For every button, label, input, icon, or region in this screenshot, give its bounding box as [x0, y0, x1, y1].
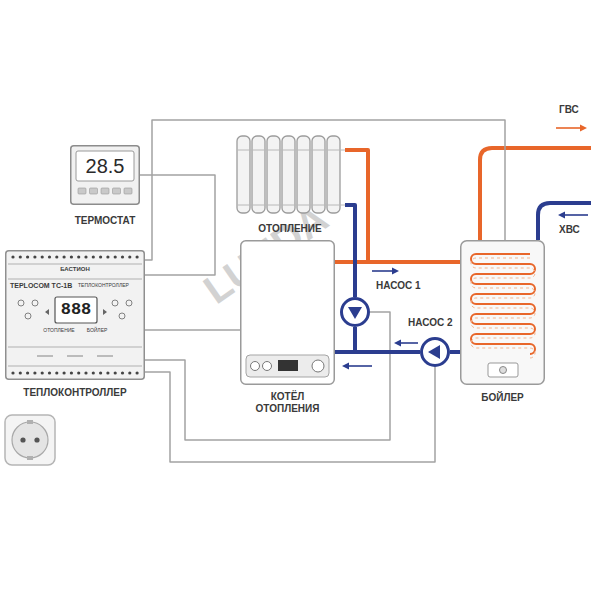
- part-label: ОТОПЛЕНИЕ: [225, 223, 355, 235]
- part-label: НАСОС 1: [376, 280, 436, 292]
- cold-water-pipe: [538, 203, 591, 240]
- pump-graphic: [340, 297, 370, 327]
- return-pipe: [335, 350, 420, 354]
- heat-controller: БАСТИОН TEPLOCOM TC-1BТЕПЛОКОНТРОЛЛЕР 888О…: [5, 250, 145, 380]
- return-pipe: [345, 205, 355, 297]
- thermostat-unit: 28.5ТЕРМОСТАТ: [70, 145, 140, 205]
- flow-arrow: [342, 363, 372, 370]
- part-label: БОЙЛЕР: [450, 392, 555, 404]
- part-label: КОТЁЛ ОТОПЛЕНИЯ: [250, 391, 325, 414]
- return-pipe: [450, 350, 460, 354]
- pump: НАСОС 2: [420, 337, 450, 367]
- button-caption: ОТОПЛЕНИЕ: [39, 328, 79, 334]
- return-pipe: [335, 327, 355, 352]
- model-text: TEPLOCOM TC-1B: [10, 282, 78, 290]
- display-readout: 888: [55, 299, 97, 321]
- part-label: ТЕРМОСТАТ: [50, 215, 160, 227]
- heating-boiler-graphic: [240, 240, 335, 385]
- pipe-label: ГВС: [559, 104, 579, 116]
- part-label: НАСОС 2: [408, 317, 468, 329]
- radiator: ОТОПЛЕНИЕ: [235, 132, 345, 217]
- hot-water-pipe: [480, 125, 591, 241]
- pump: НАСОС 1: [340, 297, 370, 327]
- display-readout: 28.5: [76, 151, 134, 181]
- button-caption: БОЙЛЕР: [81, 328, 113, 334]
- pump-graphic: [420, 337, 450, 367]
- flow-arrow: [394, 340, 418, 347]
- control-wire: [145, 329, 240, 331]
- water-heater-tank: БОЙЛЕР: [460, 240, 545, 385]
- part-label: ТЕПЛОКОНТРОЛЛЕР: [0, 387, 160, 399]
- device-text: ТЕПЛОКОНТРОЛЛЕР: [78, 283, 142, 289]
- water-heater-tank-graphic: [460, 240, 545, 385]
- pipe-label: ХВС: [559, 224, 580, 236]
- radiator-graphic: [235, 132, 345, 217]
- brand-text: БАСТИОН: [45, 266, 105, 273]
- heating-boiler: КОТЁЛ ОТОПЛЕНИЯ: [240, 240, 335, 385]
- power-socket: [5, 415, 55, 465]
- flow-arrow: [372, 268, 399, 275]
